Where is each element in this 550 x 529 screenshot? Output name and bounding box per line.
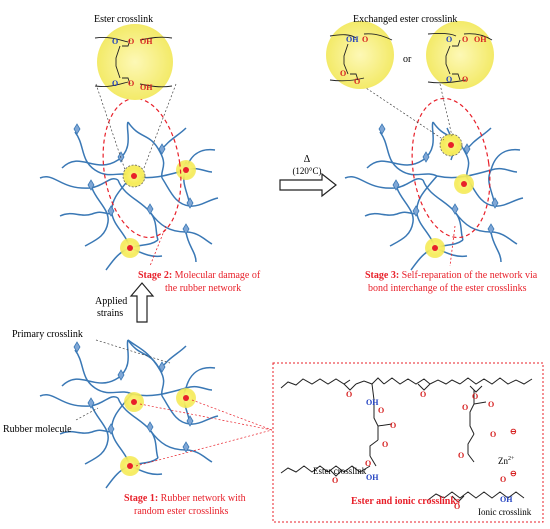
svg-text:O: O — [420, 390, 426, 399]
svg-text:O: O — [354, 77, 360, 86]
stage1-label: Stage 1: Rubber network with — [124, 493, 246, 504]
svg-text:O: O — [488, 400, 494, 409]
svg-text:O: O — [112, 79, 118, 88]
ester-crosslink-structure-label: Ester crosslink — [313, 466, 367, 476]
svg-text:O: O — [462, 35, 468, 44]
svg-text:OH: OH — [140, 83, 153, 92]
chemistry-box-title: Ester and ionic crosslinks — [351, 496, 460, 507]
svg-text:O: O — [446, 75, 452, 84]
stage1-desc-line1: Rubber network with — [158, 493, 246, 504]
svg-text:OH: OH — [474, 35, 487, 44]
zinc-ion-label: Zn2+ — [498, 454, 514, 467]
rubber-molecule-label: Rubber molecule — [3, 424, 72, 435]
strain-arrow — [129, 282, 155, 323]
heat-temperature: (120°C) — [292, 166, 322, 176]
exchanged-crosslink-zoom-left — [326, 21, 394, 89]
stage3-network — [344, 121, 524, 271]
svg-text:O: O — [462, 75, 468, 84]
stage1-desc-line2: random ester crosslinks — [134, 506, 229, 517]
svg-text:O: O — [362, 35, 368, 44]
stage2-desc-line2: the rubber network — [165, 283, 242, 294]
or-label: or — [403, 54, 412, 65]
heat-arrow — [279, 172, 337, 198]
zoom-atom-labels: O O OH O O OH OH O O O O O OH O O — [112, 35, 487, 92]
svg-text:O: O — [128, 79, 134, 88]
zinc-symbol: Zn — [498, 456, 508, 466]
chemical-structure — [280, 377, 533, 503]
applied-strains-line1: Applied — [95, 296, 128, 307]
stage2-title: Stage 2: — [138, 270, 173, 281]
svg-text:O: O — [458, 451, 464, 460]
primary-crosslink-label: Primary crosslink — [12, 329, 83, 340]
svg-text:O: O — [382, 440, 388, 449]
svg-text:O: O — [462, 403, 468, 412]
stage3-label: Stage 3: Self-reparation of the network … — [365, 270, 537, 281]
oxygen-atoms: O O O O O O O O O O O O O ⊖ ⊖ O — [332, 390, 517, 511]
ionic-crosslink-structure-label: Ionic crosslink — [478, 507, 532, 517]
svg-text:O: O — [332, 476, 338, 485]
heat-symbol: Δ — [303, 154, 311, 165]
svg-text:O: O — [454, 502, 460, 511]
primary-crosslink-leader — [95, 339, 171, 364]
svg-text:O: O — [378, 406, 384, 415]
svg-text:O: O — [365, 459, 371, 468]
ester-crosslink-title: Ester crosslink — [94, 14, 154, 25]
zinc-charge: 2+ — [508, 456, 515, 462]
svg-text:O: O — [128, 37, 134, 46]
applied-strains-line2: strains — [97, 308, 124, 319]
stage3-title: Stage 3: — [365, 270, 400, 281]
rubber-molecule-leader — [75, 407, 99, 421]
hydroxyl-groups: OH OH OH — [366, 398, 513, 504]
svg-text:O: O — [472, 392, 478, 401]
svg-text:O: O — [446, 35, 452, 44]
stage1-title: Stage 1: — [124, 493, 159, 504]
stage2-desc-line1: Molecular damage of — [172, 270, 261, 281]
svg-text:O: O — [500, 475, 506, 484]
stage2-label-leader — [149, 225, 167, 267]
stage3-primary-crosslinks — [378, 123, 499, 235]
svg-text:O: O — [340, 69, 346, 78]
stage3-repair-region — [411, 97, 491, 239]
svg-text:O: O — [490, 430, 496, 439]
svg-text:O: O — [346, 390, 352, 399]
stage1-primary-crosslinks — [73, 341, 194, 453]
svg-text:⊖: ⊖ — [510, 469, 517, 478]
svg-text:⊖: ⊖ — [510, 427, 517, 436]
stage3-desc-line1: Self-reparation of the network via — [399, 270, 538, 281]
exchanged-crosslink-zoom-right — [426, 21, 494, 89]
stage2-label: Stage 2: Molecular damage of — [138, 270, 260, 281]
stage3-desc-line2: bond interchange of the ester crosslinks — [368, 283, 527, 294]
ester-crosslink-zoom — [97, 24, 173, 100]
svg-text:OH: OH — [346, 35, 359, 44]
svg-text:OH: OH — [140, 37, 153, 46]
svg-text:OH: OH — [366, 398, 379, 407]
svg-text:O: O — [112, 37, 118, 46]
stage3-label-leader — [449, 225, 456, 267]
exchanged-ester-crosslink-title: Exchanged ester crosslink — [353, 14, 458, 25]
chemistry-box — [272, 362, 544, 523]
svg-text:OH: OH — [500, 495, 513, 504]
svg-text:O: O — [390, 421, 396, 430]
svg-text:OH: OH — [366, 473, 379, 482]
